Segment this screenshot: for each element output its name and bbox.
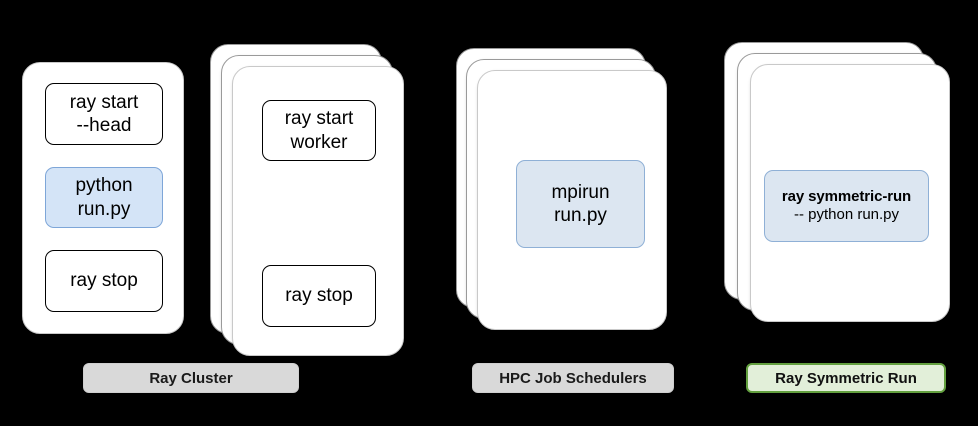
symmetric-run-command: ray symmetric-run: [781, 187, 912, 205]
pill-ray-symmetric-run: Ray Symmetric Run: [746, 363, 946, 393]
box-ray-symmetric-run-cmd: ray symmetric-run -- python run.py: [764, 170, 929, 242]
box-mpirun-run-py: mpirun run.py: [516, 160, 645, 248]
box-python-run-py: python run.py: [45, 167, 163, 228]
box-ray-stop-head: ray stop: [45, 250, 163, 312]
box-ray-start-head: ray start --head: [45, 83, 163, 145]
pill-hpc-job-schedulers: HPC Job Schedulers: [472, 363, 674, 393]
box-ray-start-worker: ray start worker: [262, 100, 376, 161]
pill-ray-cluster: Ray Cluster: [83, 363, 299, 393]
box-ray-stop-worker: ray stop: [262, 265, 376, 327]
symmetric-run-argument: -- python run.py: [793, 206, 900, 223]
